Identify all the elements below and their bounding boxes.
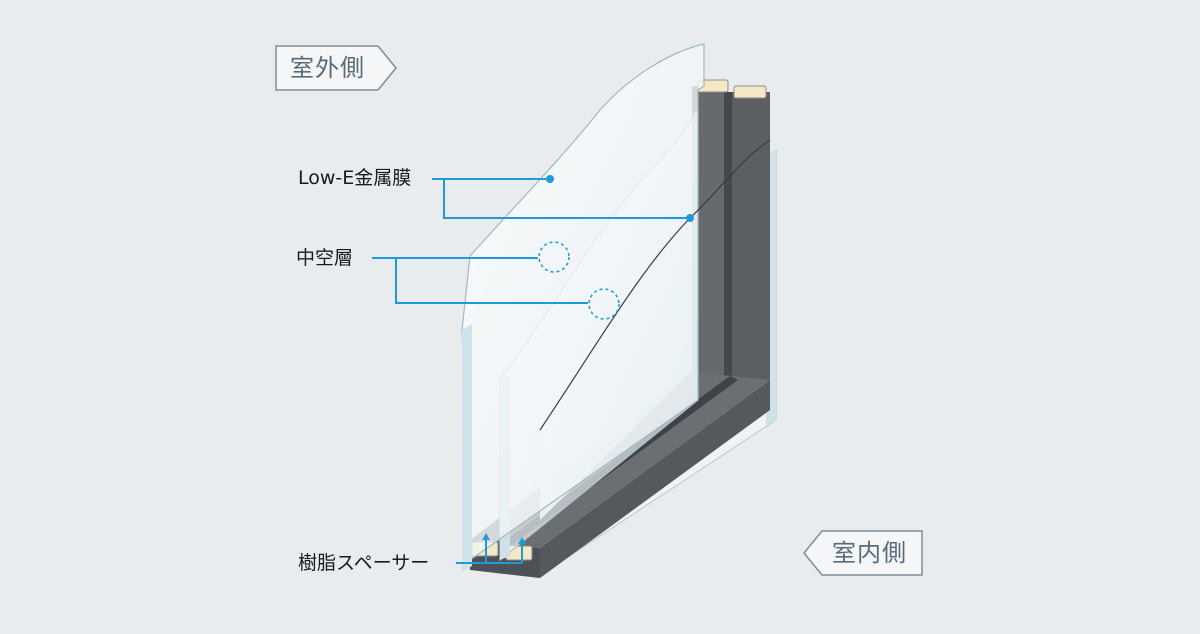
frame-right-outer — [728, 92, 770, 400]
outdoor-tag-shape — [275, 45, 397, 91]
outdoor-label: 室外側 — [290, 54, 365, 82]
frame-right-inner — [692, 86, 728, 420]
spacer-callout — [456, 538, 523, 564]
air-layer-marker-2 — [588, 288, 620, 320]
spacer-arrow-left — [482, 533, 490, 540]
air-layer-callout — [372, 257, 588, 304]
frame-right-groove — [724, 92, 732, 402]
indoor-label: 室内側 — [832, 539, 907, 567]
lowe-point-outer — [546, 175, 554, 183]
lowe-label: Low-E金属膜 — [298, 167, 412, 189]
outdoor-glass-edge — [462, 324, 472, 572]
lowe-film-line — [539, 139, 771, 431]
air-layer-label: 中空層 — [296, 247, 354, 269]
lowe-point-inner — [686, 214, 694, 222]
air-layer-marker-1 — [538, 241, 570, 273]
frame-bottom-side — [540, 380, 770, 578]
lowe-callout — [432, 178, 690, 219]
indoor-tag-shape — [803, 530, 923, 576]
spacer-cap-top-right — [733, 85, 767, 99]
spacer-arrow-right — [518, 537, 526, 544]
spacer-label: 樹脂スペーサー — [298, 552, 430, 574]
